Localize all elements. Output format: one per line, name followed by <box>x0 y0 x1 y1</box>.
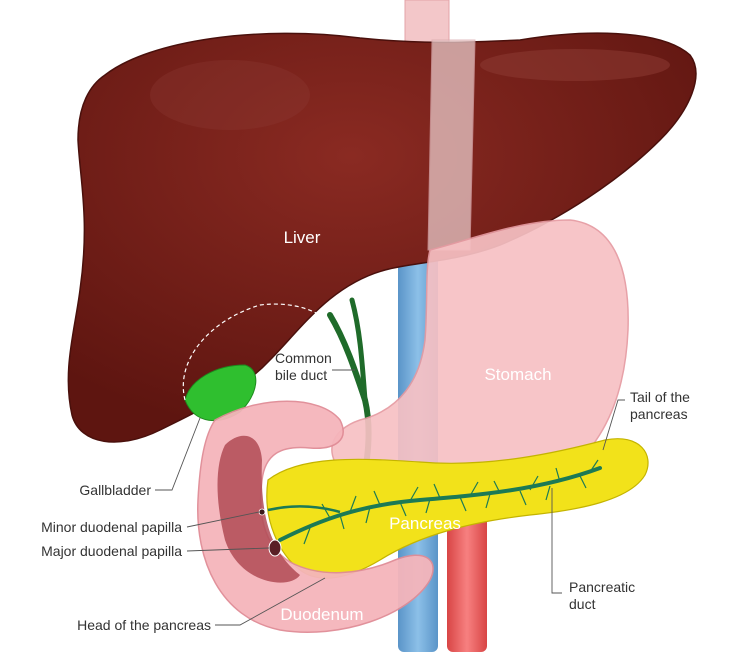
pancreatic-duct-label-1: Pancreatic <box>569 579 635 595</box>
esophagus-segment <box>427 39 476 251</box>
liver-highlight <box>480 49 670 81</box>
aorta <box>447 510 487 652</box>
stomach-label: Stomach <box>484 365 551 384</box>
duodenum-label: Duodenum <box>280 605 363 624</box>
tail-leader <box>602 399 625 451</box>
pancreatic-duct-branches <box>303 459 599 545</box>
gallbladder-leader <box>155 417 201 491</box>
major-papilla-leader <box>186 547 270 552</box>
accessory-duct <box>267 505 341 514</box>
hepatic-duct-branch <box>349 297 368 403</box>
major-papilla-label: Major duodenal papilla <box>41 543 182 559</box>
liver <box>67 32 697 443</box>
minor-papilla-label: Minor duodenal papilla <box>41 519 182 535</box>
gallbladder-label: Gallbladder <box>79 482 151 498</box>
major-papilla <box>268 539 282 557</box>
pancreatic-duct-leader <box>551 488 562 594</box>
common-bile-duct-label-2: bile duct <box>275 367 327 383</box>
head-label: Head of the pancreas <box>77 617 211 633</box>
pancreatic-duct <box>278 466 602 542</box>
tail-label-1: Tail of the <box>630 389 690 405</box>
tail-label-2: pancreas <box>630 406 688 422</box>
common-bile-duct-label-1: Common <box>275 350 332 366</box>
pancreatic-duct-label-2: duct <box>569 596 596 612</box>
minor-papilla <box>258 508 266 516</box>
duodenum-lumen <box>217 435 300 583</box>
gallbladder-hidden-outline <box>182 303 346 401</box>
gallbladder <box>184 364 257 422</box>
liver-label: Liver <box>284 228 321 247</box>
pancreas-label: Pancreas <box>389 514 461 533</box>
minor-papilla-leader <box>186 511 260 528</box>
liver-highlight-2 <box>150 60 310 130</box>
head-leader <box>215 577 326 626</box>
